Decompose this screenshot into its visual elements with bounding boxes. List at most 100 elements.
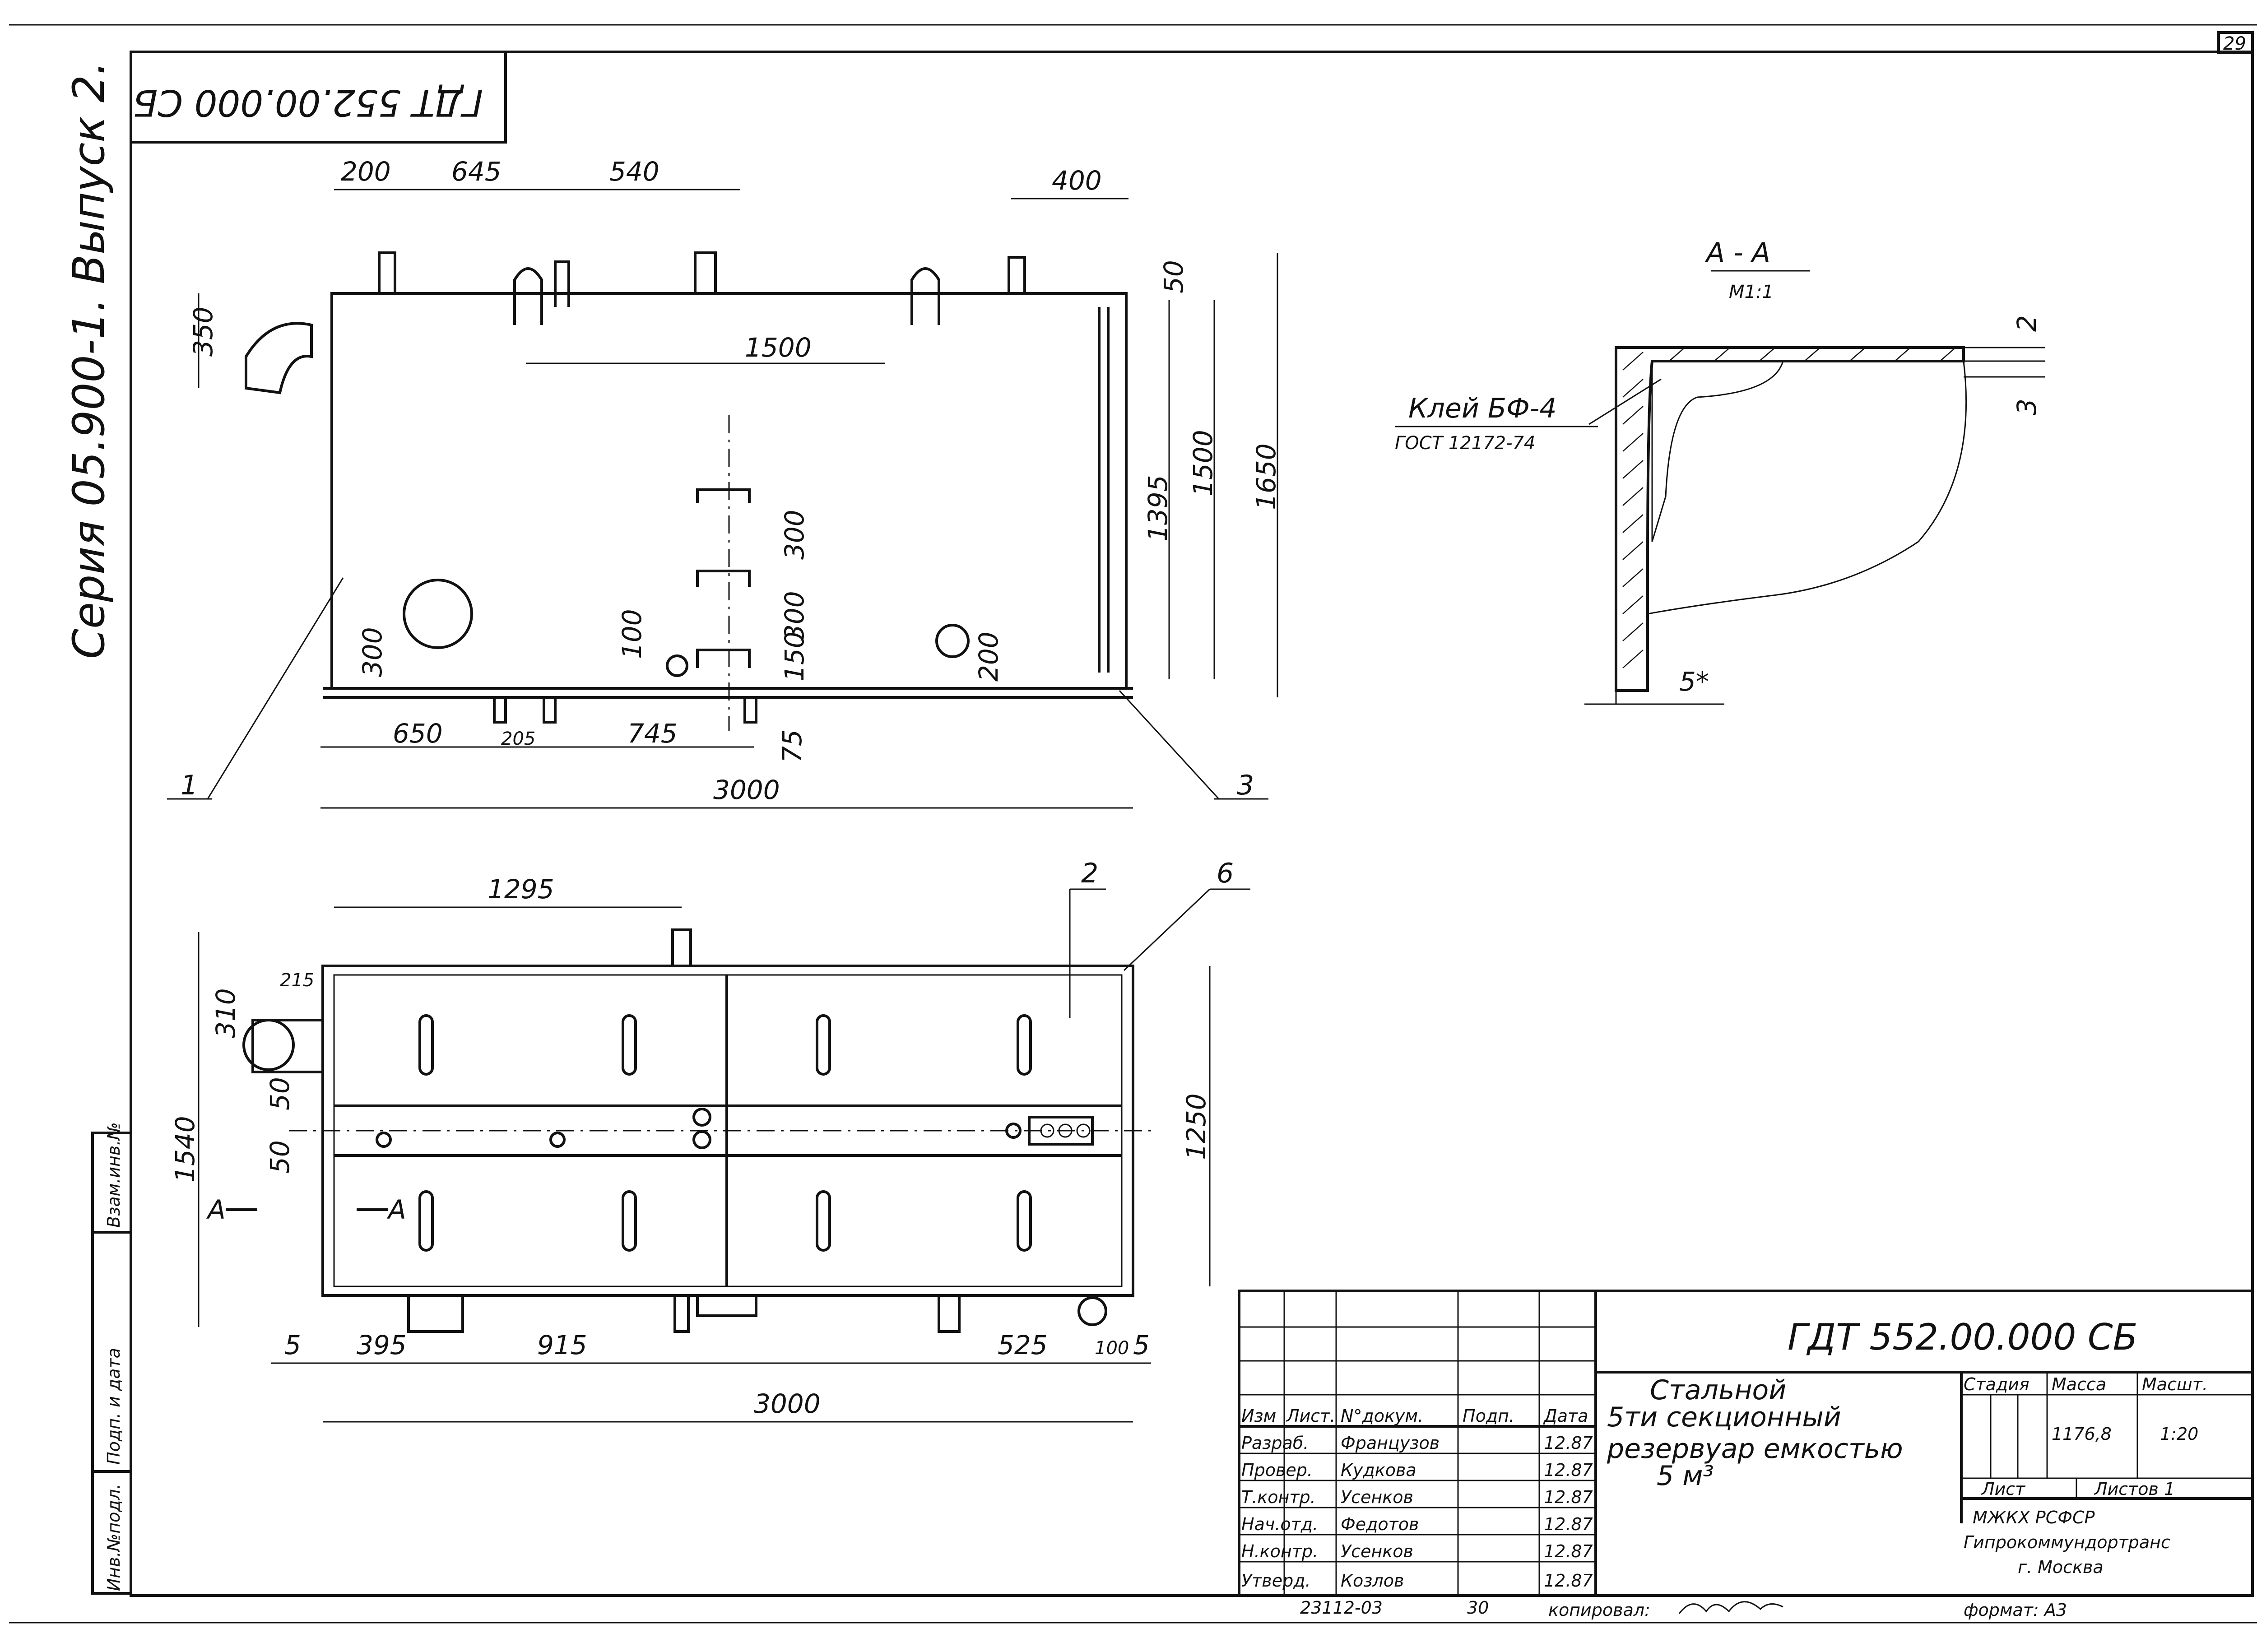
left-strip (91, 1132, 132, 1595)
tb-date-2: 12.87 (1544, 1487, 1593, 1507)
tb-date-5: 12.87 (1544, 1571, 1593, 1591)
footer-number: 23112-03 (1300, 1598, 1383, 1618)
tb-name-0: Французов (1341, 1433, 1440, 1453)
tb-name-line-3: 5 м³ (1657, 1460, 1714, 1492)
rotated-stamp-code: ГДТ 552.00.000 СБ (133, 82, 483, 124)
tb-role-5: Утверд. (1241, 1571, 1311, 1591)
tb-scale-label: Масшт. (2142, 1374, 2208, 1394)
dim-200: 200 (341, 156, 391, 187)
strip-label-signature: Подп. и дата (104, 1348, 124, 1465)
tb-name-line-0: Стальной (1650, 1374, 1786, 1406)
strip-label-replace: Взам.инв.№ (104, 1122, 124, 1228)
tb-date-0: 12.87 (1544, 1433, 1593, 1453)
dim-1250: 1250 (1181, 1093, 1212, 1160)
dim-650: 650 (393, 718, 443, 749)
handle-middle (696, 570, 751, 587)
callout-1: 1 (181, 770, 198, 801)
tb-role-4: Н.контр. (1241, 1541, 1318, 1561)
section-mark-right: А (386, 1194, 406, 1225)
strip-label-inventory: Инв.№подл. (104, 1484, 124, 1591)
tb-scale-value: 1:20 (2160, 1424, 2198, 1444)
outlet-circle (935, 624, 970, 658)
dim-50: 50 (1158, 260, 1189, 293)
tb-role-3: Нач.отд. (1241, 1514, 1318, 1534)
callout-6-leader (1123, 888, 1211, 971)
dim-915: 915 (537, 1330, 587, 1360)
footer-format: формат: А3 (1964, 1600, 2067, 1620)
lifting-lug-1 (513, 267, 543, 325)
rotated-stamp-box (130, 51, 507, 144)
tb-sheet-label: Лист (1981, 1479, 2026, 1499)
vent-pipe (245, 322, 313, 394)
dim-300-lower: 300 (779, 591, 810, 641)
dim-395: 395 (357, 1330, 407, 1360)
dim-3000-front: 3000 (713, 775, 780, 805)
callout-1-leader (207, 577, 344, 799)
tb-name-3: Федотов (1341, 1514, 1419, 1534)
section-wall (1615, 346, 1965, 692)
footer-page: 30 (1467, 1598, 1489, 1618)
dim-75: 75 (777, 729, 808, 763)
corner-sheet-box (2217, 31, 2254, 54)
tb-role-2: Т.контр. (1241, 1487, 1316, 1507)
dim-1500-horizontal: 1500 (745, 332, 812, 363)
tb-org-line-2: г. Москва (2018, 1557, 2104, 1577)
dim-215: 215 (280, 970, 314, 991)
callout-3-leader (1119, 690, 1220, 800)
tb-name-2: Усенков (1341, 1487, 1413, 1507)
tb-date-1: 12.87 (1544, 1460, 1593, 1480)
tb-header-docno: N°докум. (1341, 1406, 1423, 1426)
tb-name-line-1: 5ти секционный (1607, 1401, 1841, 1433)
tb-date-3: 12.87 (1544, 1514, 1593, 1534)
dim-540: 540 (609, 156, 659, 187)
dim-50-lower: 50 (265, 1140, 295, 1174)
tb-mass-label: Масса (2052, 1374, 2106, 1394)
section-a-a: А - А М1:1 5* 2 3 Клей БФ-4 (1395, 237, 2045, 705)
dim-100: 100 (617, 609, 647, 659)
corner-sheet-number: 29 (2223, 33, 2246, 54)
section-break-line (1647, 361, 1967, 615)
tb-role-0: Разраб. (1241, 1433, 1309, 1453)
dim-645: 645 (451, 156, 502, 187)
dim-1650: 1650 (1251, 443, 1282, 510)
plan-flange (1028, 1116, 1094, 1146)
section-scale: М1:1 (1729, 282, 1774, 302)
small-outlet (666, 654, 688, 677)
handle-upper (696, 488, 751, 503)
dim-1500-vertical: 1500 (1188, 430, 1218, 497)
tb-org-line-1: Гипрокоммундортранс (1964, 1532, 2170, 1552)
tb-org-line-0: МЖКХ РСФСР (1973, 1508, 2095, 1527)
drain-valve-plan (1077, 1296, 1107, 1326)
series-note: Серия 05.900-1. Выпуск 2. (64, 61, 114, 659)
dim-745: 745 (627, 718, 678, 749)
section-dim-2: 2 (2011, 315, 2042, 332)
tb-header-sheet: Лист. (1286, 1406, 1335, 1426)
handle-lower (696, 649, 751, 668)
tb-header-sign: Подп. (1463, 1406, 1514, 1426)
tb-name-5: Козлов (1341, 1571, 1404, 1591)
copier-signature (1678, 1601, 1783, 1614)
callout-6: 6 (1217, 858, 1234, 889)
tb-stage-label: Стадия (1964, 1374, 2029, 1394)
glue-standard: ГОСТ 12172-74 (1395, 433, 1535, 454)
callout-2: 2 (1081, 858, 1098, 889)
tb-sheets-label: Листов 1 (2094, 1479, 2175, 1499)
title-block: Изм Лист. N°докум. Подп. Дата Разраб. Фр… (1238, 1290, 2254, 1597)
tb-header-change: Изм (1241, 1406, 1276, 1426)
dim-310: 310 (210, 988, 241, 1038)
dim-205: 205 (501, 729, 535, 749)
tb-role-1: Провер. (1241, 1460, 1313, 1480)
dim-300-upper: 300 (779, 510, 810, 560)
drawing-frame (130, 51, 2254, 1597)
plan-view: А А 2 6 1295 310 215 1540 50 50 1250 5 3… (170, 858, 1250, 1423)
tb-header-date: Дата (1543, 1406, 1588, 1426)
dim-1295: 1295 (488, 874, 554, 905)
manhole (403, 579, 473, 649)
dim-300-manhole: 300 (357, 627, 388, 677)
tb-mass-value: 1176,8 (2052, 1424, 2112, 1444)
glue-note: Клей БФ-4 (1408, 393, 1557, 424)
section-dim-3: 3 (2011, 399, 2042, 415)
tb-date-4: 12.87 (1544, 1541, 1593, 1561)
dim-1540: 1540 (170, 1116, 200, 1183)
